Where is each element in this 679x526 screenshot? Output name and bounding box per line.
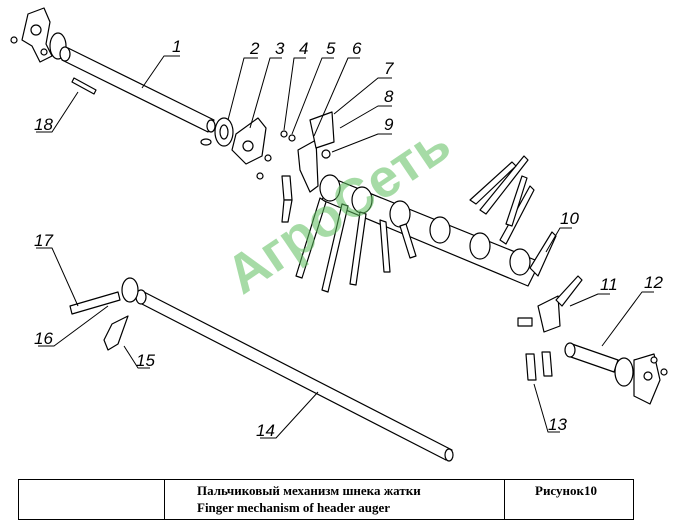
bearing-housing-left <box>10 7 67 63</box>
pin-part-17 <box>69 291 121 315</box>
callout-6: 6 <box>352 39 362 58</box>
bolt-part-13 <box>525 353 537 381</box>
callout-3: 3 <box>275 39 285 58</box>
shaft-part-12 <box>564 342 668 405</box>
exploded-view-drawing: 1 2 3 4 5 6 7 8 9 10 11 12 13 14 15 16 1… <box>10 7 668 462</box>
lever-part-11 <box>537 275 583 333</box>
callout-labels: 1 2 3 4 5 6 7 8 9 10 11 12 13 14 15 16 1… <box>34 37 663 440</box>
title-russian: Пальчиковый механизм шнека жатки <box>197 483 421 498</box>
figure-number: Рисунок10 <box>535 483 598 498</box>
shaft-part-14 <box>121 277 454 462</box>
title-block-figure-cell: Рисунок10 <box>505 480 635 519</box>
nut-part-5 <box>288 134 296 142</box>
shaft-part-1 <box>59 46 216 133</box>
callout-2: 2 <box>249 39 260 58</box>
callout-1: 1 <box>172 37 181 56</box>
callout-11: 11 <box>600 275 618 294</box>
callout-12: 12 <box>644 273 663 292</box>
pin-part-18 <box>71 77 97 95</box>
callout-16: 16 <box>34 329 53 348</box>
callout-10: 10 <box>560 209 579 228</box>
callout-7: 7 <box>384 59 394 78</box>
crank-shaft-assembly <box>295 155 541 293</box>
callout-4: 4 <box>299 39 308 58</box>
bracket-part-10 <box>529 231 557 277</box>
bolt-part-left-b <box>281 199 293 223</box>
bolt-part-13b <box>541 351 553 377</box>
bearing-part-2 <box>200 117 234 147</box>
washer-part-4 <box>280 130 288 138</box>
callout-18: 18 <box>34 115 53 134</box>
title-block: Пальчиковый механизм шнека жатки Finger … <box>18 479 634 520</box>
callout-9: 9 <box>384 115 394 134</box>
title-block-empty-cell <box>19 480 165 519</box>
callout-17: 17 <box>34 231 53 250</box>
callout-14: 14 <box>256 421 275 440</box>
callout-8: 8 <box>384 87 394 106</box>
callout-15: 15 <box>136 351 155 370</box>
washer-part-right <box>517 317 533 327</box>
callout-13: 13 <box>548 415 567 434</box>
bolt-part-left-a <box>281 175 293 201</box>
lever-part-6 <box>297 111 335 193</box>
cotter-pin-part-15 <box>103 315 129 351</box>
flange-part-3 <box>231 117 272 180</box>
title-english: Finger mechanism of header auger <box>197 500 391 515</box>
callout-5: 5 <box>326 39 336 58</box>
title-block-title-cell: Пальчиковый механизм шнека жатки Finger … <box>165 480 505 519</box>
